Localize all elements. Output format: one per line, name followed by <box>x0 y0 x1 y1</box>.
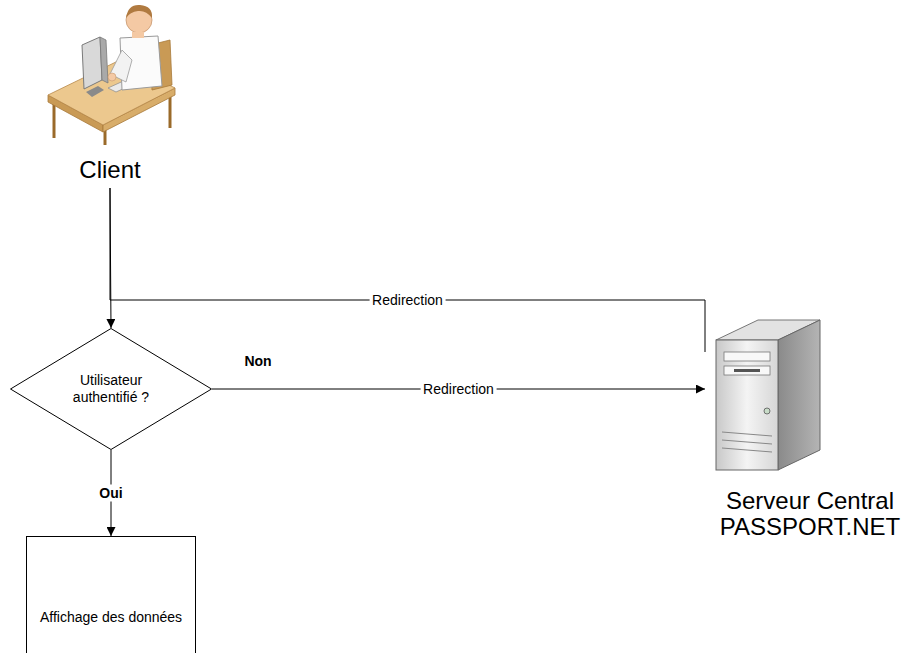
server-icon <box>716 320 820 470</box>
decision-diamond: Utilisateur authentifié ? <box>10 328 212 450</box>
client-node: Client <box>40 0 180 188</box>
client-icon <box>48 5 175 145</box>
branch-label: Non <box>241 353 274 370</box>
edge-label: Redirection <box>420 381 497 398</box>
edge-label: Redirection <box>369 292 446 309</box>
server-node: Serveur Central PASSPORT.NET <box>705 320 915 540</box>
process-box: Affichage des données <box>26 536 196 653</box>
connector <box>110 188 705 352</box>
node-text: Utilisateur authentifié ? <box>55 372 167 406</box>
node-text: Serveur Central PASSPORT.NET <box>705 488 915 540</box>
node-text: Client <box>79 156 140 184</box>
edge-label: Oui <box>96 485 125 502</box>
node-text: Affichage des données <box>27 609 195 626</box>
